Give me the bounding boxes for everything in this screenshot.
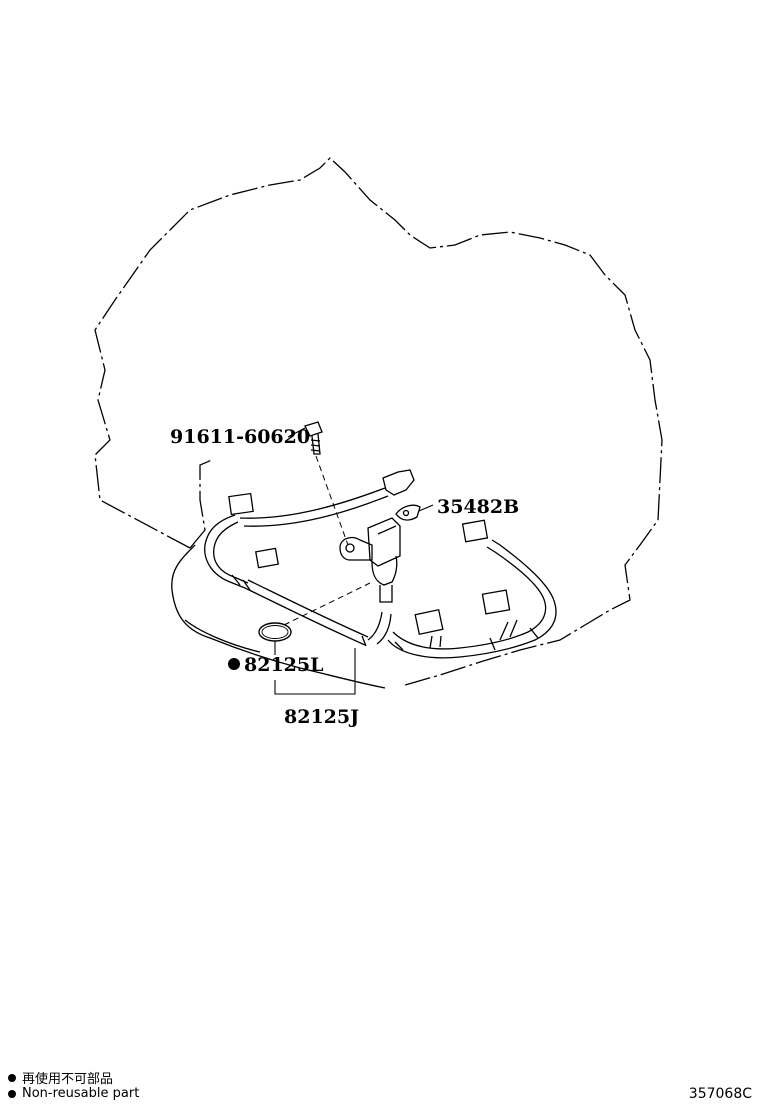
diagram-code: 357068C [688, 1086, 752, 1102]
housing-lower-skirt [171, 544, 386, 689]
legend-english-text: Non-reusable part [22, 1086, 140, 1101]
label-harness: 82125J [284, 706, 359, 728]
o-ring-inner [261, 625, 289, 639]
clamp-part [395, 504, 421, 521]
wire-harness [204, 469, 557, 659]
label-o-ring: 82125L [244, 654, 323, 676]
legend-english: Non-reusable part [8, 1086, 139, 1101]
legend-dot-icon [8, 1073, 16, 1082]
legend-japanese: 再使用不可部品 [8, 1068, 113, 1087]
non-reusable-marker [228, 658, 240, 670]
assembly-lines [283, 455, 371, 626]
label-bolt: 91611-60620 [170, 426, 310, 448]
bolt-part [304, 421, 323, 455]
speed-sensor [339, 517, 401, 603]
label-clamp: 35482B [437, 496, 519, 518]
leader-lines [274, 427, 434, 695]
legend-dot-icon [8, 1089, 16, 1098]
transmission-housing-outline [94, 157, 663, 686]
legend-japanese-text: 再使用不可部品 [22, 1072, 114, 1087]
